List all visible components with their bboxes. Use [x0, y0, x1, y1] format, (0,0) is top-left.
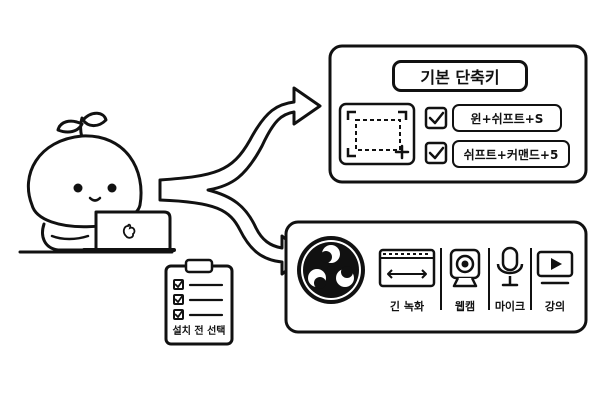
laptop-icon	[82, 210, 176, 254]
checkbox-icon	[424, 106, 448, 130]
play-lecture-icon	[536, 250, 574, 285]
mascot-character	[26, 111, 143, 252]
shortcut-windows: 윈+쉬프트+S	[452, 104, 562, 132]
microphone-icon	[496, 246, 524, 287]
shortcut-mac: 쉬프트+커맨드+5	[452, 140, 570, 168]
feature-label-long-recording: 긴 녹화	[389, 300, 425, 313]
clipboard-label: 설치 전 선택	[172, 326, 226, 337]
checkbox-icon	[424, 141, 448, 165]
feature-label-webcam: 웹캠	[454, 300, 476, 313]
feature-label-lecture: 강의	[544, 300, 566, 313]
clipboard-icon	[164, 258, 234, 346]
recorder-logo-icon	[297, 236, 365, 304]
shortcuts-title: 기본 단축키	[392, 60, 528, 92]
webcam-icon	[449, 248, 481, 288]
feature-label-microphone: 마이크	[494, 300, 526, 313]
screen-capture-icon	[338, 102, 416, 166]
timeline-icon	[378, 248, 436, 288]
